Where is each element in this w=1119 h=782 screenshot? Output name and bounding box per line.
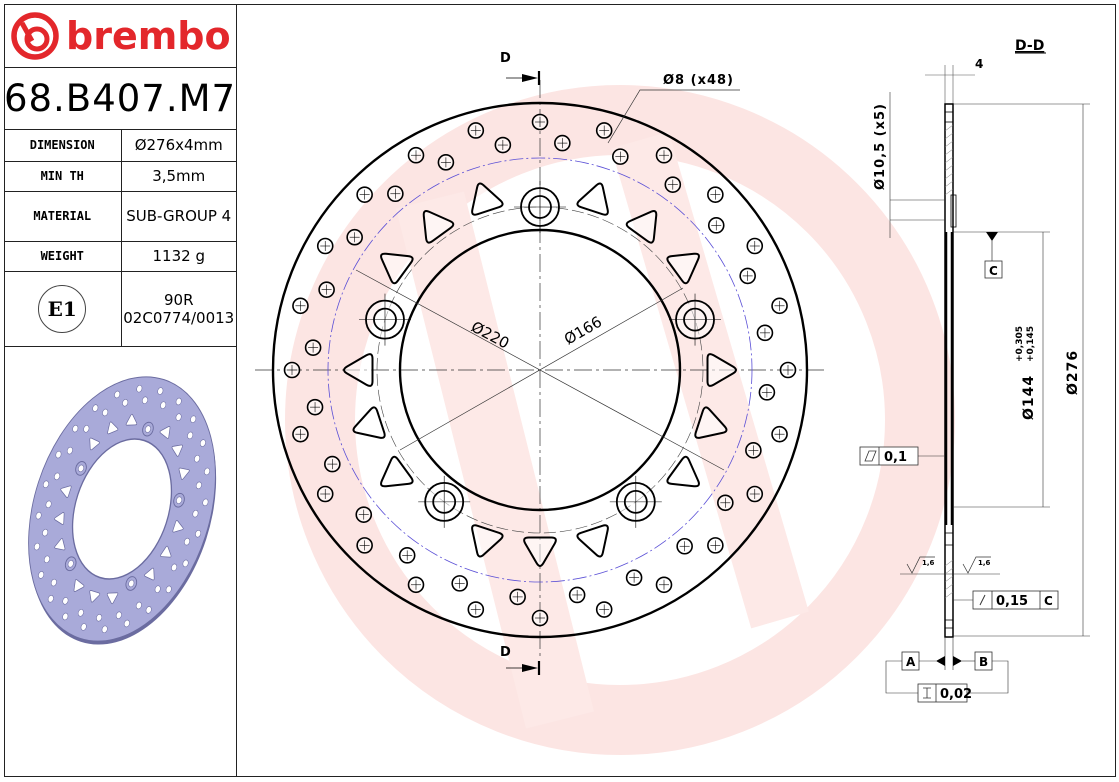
vent-slot [666,252,700,285]
render-bore [71,438,173,580]
part-number: 68.B407.M7 [3,77,237,120]
spec-row-dimension: DIMENSION Ø276x4mm [4,130,236,162]
bolt-hole-dimension: Ø10,5 (x5) [873,103,888,190]
homologation-row: E1 90R 02C0774/0013 [4,271,236,347]
spec-row-weight: WEIGHT 1132 g [4,241,236,272]
disc-3d-image [28,376,217,645]
drawing-frame [4,4,1116,777]
homologation-regulation: 90R [163,290,194,309]
vent-slot [576,524,609,558]
vent-slot [523,536,557,567]
outer-diameter-dimension: Ø276 [1065,350,1081,395]
roughness-icon [906,556,935,574]
vent-slot [706,353,737,387]
section-marker-label: D [500,645,511,660]
vent-slot [666,455,700,488]
flatness-icon [864,450,877,462]
flatness-value: 0,1 [884,450,907,465]
spec-value: SUB-GROUP 4 [121,191,236,242]
section-title: D-D [1015,38,1044,54]
disc-3d-render [4,344,237,674]
thickness-variation-icon [923,687,931,699]
vent-slot [380,252,414,285]
section-arrow-icon [522,664,538,672]
datum-b-label: B [979,655,988,669]
datum-a-label: A [906,655,916,669]
inner-tolerance-upper: +0,305 [1015,326,1025,362]
spec-row-min-th: MIN TH 3,5mm [4,161,236,192]
runout-icon [979,594,986,606]
spec-key: DIMENSION [4,130,122,162]
parallelism-value: 0,02 [940,687,972,702]
vent-slot [343,353,374,387]
spec-key: WEIGHT [4,241,122,272]
datum-triangle-icon [986,232,998,241]
thickness-variation-frame [917,683,968,703]
brand-name: brembo [66,13,231,58]
hole-callout: Ø8 (x48) [663,73,734,88]
vent-slot [694,406,728,439]
vent-slot [471,182,504,216]
brembo-watermark-icon [285,85,955,755]
spec-key: MATERIAL [4,191,122,242]
vent-slot [471,524,504,558]
e1-homologation-badge: E1 [38,284,87,333]
spec-value: 3,5mm [121,161,236,192]
vent-slot [625,210,658,244]
thickness-dimension: 4 [975,57,983,71]
roughness-right: 1,6 [978,559,991,567]
section-arrow-icon [522,74,538,82]
datum-a-triangle-icon [936,656,945,666]
runout-datum: C [1044,594,1053,608]
datum-c-label: C [989,264,998,278]
brembo-disc-logo-icon [11,11,59,60]
vent-slot [422,210,455,244]
inner-tolerance-lower: +0,145 [1026,326,1036,362]
datum-b-triangle-icon [953,656,962,666]
spec-value: Ø276x4mm [121,130,236,162]
homologation-number: 02C0774/0013 [123,308,235,327]
inner-diameter-dimension: Ø144 [1021,375,1037,420]
vent-slot [576,182,609,216]
disc-outer-edge [271,101,809,639]
vent-slot [352,406,386,439]
vent-slot [380,455,414,488]
section-marker-label: D [500,51,511,66]
specs-table: DIMENSION Ø276x4mm MIN TH 3,5mm MATERIAL… [4,130,236,347]
spec-value: 1132 g [121,241,236,272]
roughness-icon [962,556,991,574]
spec-row-material: MATERIAL SUB-GROUP 4 [4,191,236,242]
spec-key: MIN TH [4,161,122,192]
runout-value: 0,15 [996,594,1028,609]
roughness-left: 1,6 [922,559,935,567]
part-number-cell: 68.B407.M7 [4,68,236,130]
brand-logo: brembo [4,4,236,68]
title-block: brembo 68.B407.M7 DIMENSION Ø276x4mm MIN… [4,4,237,777]
